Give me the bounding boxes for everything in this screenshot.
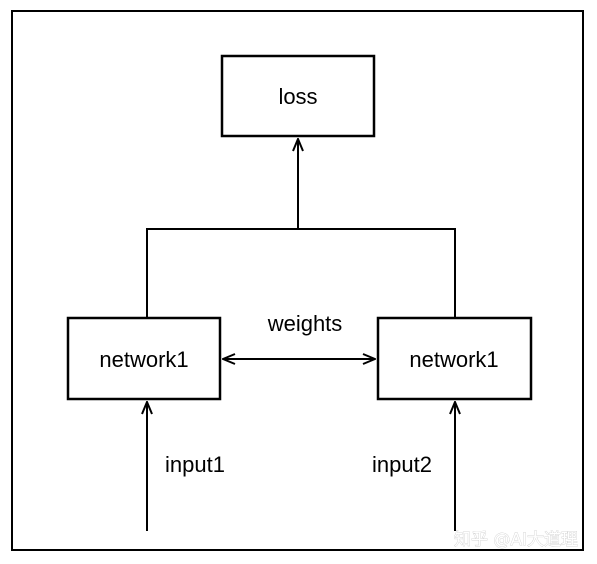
loss-label: loss [278, 84, 317, 109]
network-left-box [66, 316, 222, 401]
loss-box [220, 54, 376, 138]
network-right-label: network1 [409, 347, 498, 372]
input-left-label: input1 [165, 452, 225, 477]
network-right-node: network1 [376, 316, 533, 401]
input-right-label: input2 [372, 452, 432, 477]
weights-label: weights [267, 311, 343, 336]
network-left-label: network1 [99, 347, 188, 372]
network-left-node: network1 [66, 316, 222, 401]
merge-connector [146, 228, 456, 318]
loss-node: loss [220, 54, 376, 138]
network-right-box [376, 316, 533, 401]
watermark: 知乎 @AI大道理 [454, 530, 578, 550]
